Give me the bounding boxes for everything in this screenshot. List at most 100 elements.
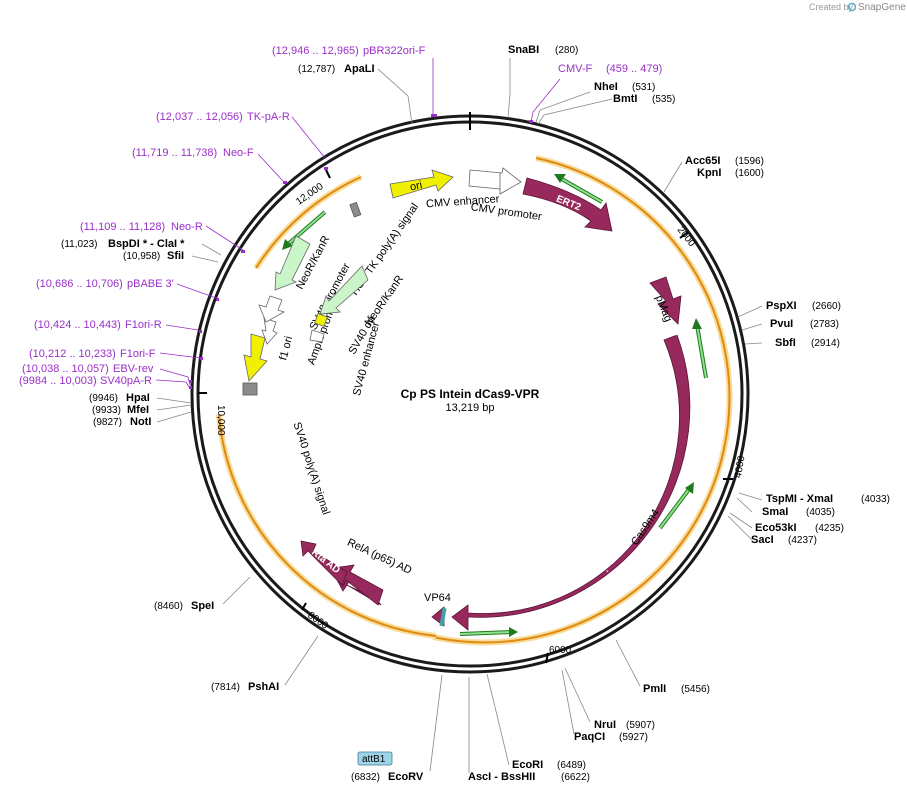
primer-f1ori-f-range: (10,212 .. 10,233) <box>29 348 116 360</box>
enzyme-smai[interactable]: SmaI <box>762 506 788 518</box>
enzyme-mfei-pos: (9933) <box>92 405 121 416</box>
enzyme-pspxi-pos: (2660) <box>812 301 841 312</box>
enzyme-sfii[interactable]: SfiI <box>167 250 184 262</box>
enzyme-spei-pos: (8460) <box>154 601 183 612</box>
credit-brand: SnapGene <box>858 2 906 13</box>
primer-tk-pa-r-range: (12,037 .. 12,056) <box>156 111 243 123</box>
pmag-feature[interactable] <box>649 276 682 325</box>
primer-labels: (12,946 .. 12,965) pBR322ori-F CMV-F (45… <box>19 45 662 387</box>
primer-leaders <box>155 58 561 388</box>
enzyme-paqci-pos: (5927) <box>619 732 648 743</box>
ert2-feature[interactable] <box>522 177 613 232</box>
enzyme-saci-pos: (4237) <box>788 535 817 546</box>
sv40-polya-feature[interactable] <box>242 382 258 396</box>
enzyme-saci[interactable]: SacI <box>751 534 774 546</box>
enzyme-nrui[interactable]: NruI <box>594 719 616 731</box>
enzyme-ecorv[interactable]: EcoRV <box>388 771 424 783</box>
plasmid-size: 13,219 bp <box>446 402 495 414</box>
enzyme-labels: SnaBI (280) NheI (531) BmtI (535) Acc65I… <box>61 44 890 783</box>
enzyme-asci-bsshii[interactable]: AscI - BssHII <box>468 771 535 783</box>
plasmid-name: Cp PS Intein dCas9-VPR <box>401 387 540 401</box>
enzyme-leaders <box>156 58 763 773</box>
enzyme-asci-bsshii-pos: (6622) <box>561 772 590 783</box>
primer-cmv-f-range: (459 .. 479) <box>606 63 662 75</box>
enzyme-acc65i-pos: (1596) <box>735 156 764 167</box>
enzyme-mfei[interactable]: MfeI <box>127 404 149 416</box>
enzyme-hpai[interactable]: HpaI <box>126 392 150 404</box>
enzyme-pvui[interactable]: PvuI <box>770 318 793 330</box>
enzyme-paqci[interactable]: PaqCI <box>574 731 605 743</box>
enzyme-sbfi-pos: (2914) <box>811 338 840 349</box>
primer-ebv-rev-range: (10,038 .. 10,057) <box>22 363 109 375</box>
primer-tk-pa-r[interactable]: TK-pA-R <box>247 111 290 123</box>
primer-pbr322ori-f-range: (12,946 .. 12,965) <box>272 45 359 57</box>
enzyme-kpni[interactable]: KpnI <box>697 167 721 179</box>
tick-4000: 4000 <box>733 455 748 479</box>
enzyme-snabi[interactable]: SnaBI <box>508 44 539 56</box>
cmv-arrow[interactable] <box>468 167 522 195</box>
primer-pbr322ori-f[interactable]: pBR322ori-F <box>363 45 426 57</box>
enzyme-apali[interactable]: ApaLI <box>344 63 375 75</box>
attb1-badge[interactable] <box>357 751 393 766</box>
enzyme-noti[interactable]: NotI <box>130 416 151 428</box>
enzyme-bspdi-clai[interactable]: BspDI * - ClaI * <box>108 238 185 250</box>
enzyme-pshai[interactable]: PshAI <box>248 681 279 693</box>
enzyme-pmli[interactable]: PmlI <box>643 683 666 695</box>
primer-neo-f-range: (11,719 .. 11,738) <box>132 147 217 159</box>
credit-text: Created by <box>809 2 854 12</box>
f1-ori-feature[interactable] <box>243 333 268 382</box>
enzyme-bmti-pos: (535) <box>652 94 675 105</box>
enzyme-sbfi[interactable]: SbfI <box>775 337 796 349</box>
snapgene-logo-icon <box>847 2 857 12</box>
cas9m4-feature[interactable] <box>451 334 691 631</box>
rta-label: Rta AD <box>309 547 342 576</box>
enzyme-eco53ki[interactable]: Eco53kI <box>755 522 797 534</box>
sv40-promoter-feature[interactable] <box>258 295 285 323</box>
enzyme-bmti[interactable]: BmtI <box>613 93 637 105</box>
enzyme-ecori[interactable]: EcoRI <box>512 759 543 771</box>
orf-arc-main <box>432 157 731 644</box>
enzyme-bspdi-clai-pos: (11,023) <box>61 239 98 250</box>
sv40-enhancer-feature[interactable] <box>309 329 325 343</box>
tick-10000: 10,000 <box>215 405 226 436</box>
enzyme-snabi-pos: (280) <box>555 45 578 56</box>
primer-neo-r[interactable]: Neo-R <box>171 221 203 233</box>
primer-ebv-rev[interactable]: EBV-rev <box>113 363 154 375</box>
cmv-promoter-label: CMV promoter <box>470 201 543 223</box>
enzyme-nhei[interactable]: NheI <box>594 81 618 93</box>
primer-f1ori-r[interactable]: F1ori-R <box>125 319 162 331</box>
primer-cmv-f[interactable]: CMV-F <box>558 63 593 75</box>
primer-markers <box>189 114 533 389</box>
sv40-ori-feature[interactable] <box>314 313 328 327</box>
primer-f1ori-f[interactable]: F1ori-F <box>120 348 156 360</box>
attb1-label: attB1 <box>362 754 386 765</box>
neokanr-1-feature[interactable] <box>274 235 311 291</box>
cmv-enhancer-label: CMV enhancer <box>426 193 500 210</box>
enzyme-sfii-pos: (10,958) <box>123 251 160 262</box>
enzyme-tspmi-xmai-pos: (4033) <box>861 494 890 505</box>
sv40-enhancer-label: SV40 enhancer <box>351 320 382 397</box>
enzyme-tspmi-xmai[interactable]: TspMI - XmaI <box>766 493 833 505</box>
f1-ori-label: f1 ori <box>277 335 295 362</box>
ampr-promoter-feature[interactable] <box>261 317 278 345</box>
rta-feature[interactable] <box>300 540 348 586</box>
hsv-tk-feature[interactable] <box>349 201 362 218</box>
enzyme-acc65i[interactable]: Acc65I <box>685 155 720 167</box>
vp64-label: VP64 <box>424 592 451 604</box>
enzyme-noti-pos: (9827) <box>93 417 122 428</box>
enzyme-nhei-pos: (531) <box>632 82 655 93</box>
tick-6000: 6000 <box>549 645 572 656</box>
ori-feature[interactable] <box>389 169 454 199</box>
enzyme-pshai-pos: (7814) <box>211 682 240 693</box>
primer-sv40pa-r[interactable]: SV40pA-R <box>100 375 152 387</box>
orf-arc-left <box>218 414 437 637</box>
neokanr-2-feature[interactable] <box>319 265 369 315</box>
primer-neo-f[interactable]: Neo-F <box>223 147 254 159</box>
primer-pbabe3[interactable]: pBABE 3' <box>127 278 174 290</box>
enzyme-smai-pos: (4035) <box>806 507 835 518</box>
sv40-polya-label: SV40 poly(A) signal <box>291 421 332 517</box>
enzyme-pspxi[interactable]: PspXI <box>766 300 797 312</box>
enzyme-apali-pos: (12,787) <box>298 64 335 75</box>
enzyme-spei[interactable]: SpeI <box>191 600 214 612</box>
